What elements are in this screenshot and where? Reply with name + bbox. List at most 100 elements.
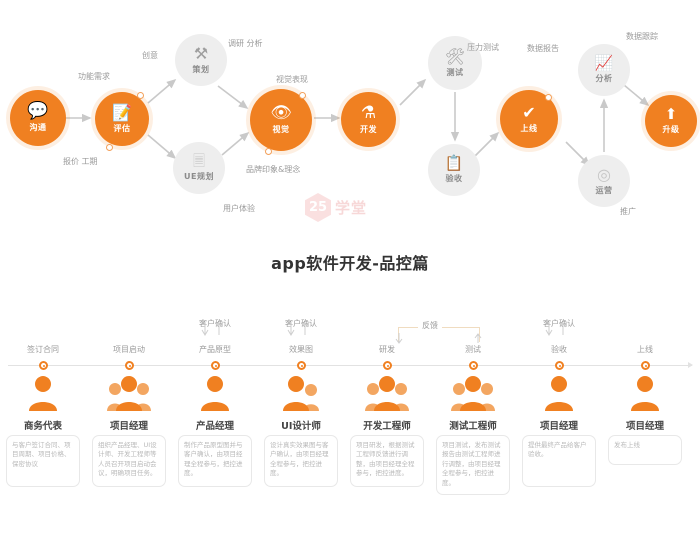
timeline-stage-label: 产品原型 (199, 345, 231, 354)
check-badge-icon: ✔ (522, 102, 536, 122)
flow-annotation-creative: 创意 (142, 51, 158, 60)
timeline-stage-label: 研发 (379, 345, 395, 354)
flow-node-testing[interactable]: 🛠 测试 (428, 36, 482, 90)
timeline-role: 开发工程师 (363, 421, 411, 432)
timeline-dot[interactable] (125, 361, 134, 370)
node-accent-dot (265, 148, 272, 155)
flow-node-evaluation[interactable]: 📝 评估 (95, 92, 149, 146)
flow-annotation-data-tracking: 数据跟踪 (626, 32, 658, 41)
eye-icon: 👁 (270, 103, 292, 123)
flow-annotation-stress-test: 压力测试 (467, 43, 499, 52)
flow-node-label: UE规划 (184, 172, 214, 181)
flow-node-label: 视觉 (272, 125, 290, 134)
wireframe-icon: 🗏 (192, 152, 206, 170)
flow-node-planning[interactable]: ⚒ 策划 (175, 34, 227, 86)
timeline-dot[interactable] (297, 361, 306, 370)
duo-person-icon (258, 372, 344, 416)
group-person-icon (430, 372, 516, 416)
timeline-dot[interactable] (39, 361, 48, 370)
flow-node-label: 验收 (445, 174, 463, 183)
confirm-arrows-icon (258, 322, 344, 342)
flow-node-communication[interactable]: 💬 沟通 (10, 90, 66, 146)
timeline-dot[interactable] (555, 361, 564, 370)
flow-node-label: 沟通 (29, 123, 47, 132)
node-accent-dot (545, 94, 552, 101)
timeline-description: 发布上线 (608, 435, 682, 465)
watermark-text: 学堂 (335, 199, 368, 217)
flow-node-label: 上线 (520, 123, 538, 133)
timeline-stage-label: 上线 (637, 345, 653, 354)
page-title: app软件开发-品控篇 (271, 254, 429, 273)
feedback-bracket-label: 反馈 (418, 320, 442, 331)
flow-node-label: 运营 (595, 185, 613, 195)
node-accent-dot (137, 92, 144, 99)
flow-node-label: 评估 (113, 123, 131, 133)
feedback-bracket-arrows (395, 333, 482, 344)
timeline-stage-label: 验收 (551, 345, 567, 354)
target-icon: ◎ (597, 164, 611, 184)
flow-node-acceptance[interactable]: 📋 验收 (428, 144, 480, 196)
flow-node-development[interactable]: ⚗ 开发 (341, 92, 396, 147)
single-person-icon (602, 372, 688, 416)
timeline-above-label: 客户确认 (543, 319, 575, 328)
flow-node-upgrade[interactable]: ⬆ 升级 (645, 95, 697, 147)
single-person-icon (0, 372, 86, 416)
timeline-role: 商务代表 (23, 421, 62, 432)
flow-node-visual[interactable]: 👁 视觉 (250, 89, 312, 151)
timeline-stage-label: 测试 (465, 345, 481, 354)
wrench-screwdriver-icon: 🛠 (444, 46, 466, 66)
timeline-description: 设计真实效果图与客户确认，由项目经理全程参与，把控进度。 (264, 435, 338, 487)
edit-document-icon: 📝 (112, 102, 132, 122)
node-accent-dot (299, 92, 306, 99)
flow-node-label: 开发 (360, 124, 377, 134)
flow-node-label: 策划 (192, 64, 210, 74)
clipboard-check-icon: 📋 (444, 154, 464, 172)
flow-annotation-promotion: 推广 (620, 207, 636, 216)
timeline-stage-label: 效果图 (289, 345, 313, 354)
flow-node-label: 升级 (662, 125, 680, 134)
timeline-description: 与客户签订合同、项目周期、项目价格、保密协议 (6, 435, 80, 487)
timeline-stage-label: 项目启动 (113, 345, 145, 354)
upload-box-icon: ⬆ (664, 105, 678, 123)
timeline-dot[interactable] (211, 361, 220, 370)
timeline-role: 项目经理 (625, 421, 664, 432)
flow-annotation-brand-impression: 品牌印象&理念 (246, 165, 301, 174)
timeline-description: 制作产品原型图并与客户确认，由项目经理全程参与，把控进度。 (178, 435, 252, 487)
flow-node-analysis[interactable]: 📈 分析 (578, 44, 630, 96)
flask-icon: ⚗ (360, 102, 377, 123)
flow-annotation-user-experience: 用户体验 (223, 204, 255, 213)
single-person-icon (516, 372, 602, 416)
timeline-description: 组织产品经理、UI设计师、开发工程师等人员召开项目启动会议，明确项目任务。 (92, 435, 166, 487)
timeline-role: 产品经理 (195, 421, 234, 432)
timeline-dot[interactable] (469, 361, 478, 370)
quality-control-timeline: 反馈 签订合同 商务代表 与客户签订合同、项目周期、项目价格、保密协议 项目启动… (0, 300, 700, 544)
speech-bubbles-icon: 💬 (27, 101, 49, 121)
watermark: 25 学堂 (305, 193, 367, 222)
timeline-stage-label: 签订合同 (27, 345, 59, 354)
crossed-tools-icon: ⚒ (193, 43, 209, 63)
flow-annotation-quote-schedule: 报价 工期 (63, 157, 98, 166)
flow-node-ue-planning[interactable]: 🗏 UE规划 (173, 142, 225, 194)
single-person-icon (172, 372, 258, 416)
flow-node-operations[interactable]: ◎ 运营 (578, 155, 630, 207)
flow-node-label: 分析 (595, 74, 613, 83)
bar-chart-icon: 📈 (594, 54, 614, 72)
group-person-icon (86, 372, 172, 416)
timeline-role: UI设计师 (281, 421, 321, 432)
timeline-axis-arrow (688, 362, 693, 368)
flow-annotation-visual-expression: 视觉表现 (276, 75, 308, 84)
confirm-arrows-icon (516, 322, 602, 342)
timeline-role: 项目经理 (109, 421, 148, 432)
timeline-dot[interactable] (383, 361, 392, 370)
node-accent-dot (106, 144, 113, 151)
process-flow-diagram: 💬 沟通 📝 评估 ⚒ 策划 🗏 UE规划 👁 视觉 ⚗ 开 (0, 0, 700, 235)
flow-annotation-research-analysis: 调研 分析 (228, 39, 263, 48)
timeline-dot[interactable] (641, 361, 650, 370)
flow-node-label: 测试 (446, 67, 464, 77)
timeline-above-label: 客户确认 (285, 319, 317, 328)
timeline-axis (8, 365, 692, 366)
flow-annotation-function-requirements: 功能需求 (78, 72, 110, 81)
timeline-above-label: 客户确认 (199, 319, 231, 328)
group-person-icon (344, 372, 430, 416)
